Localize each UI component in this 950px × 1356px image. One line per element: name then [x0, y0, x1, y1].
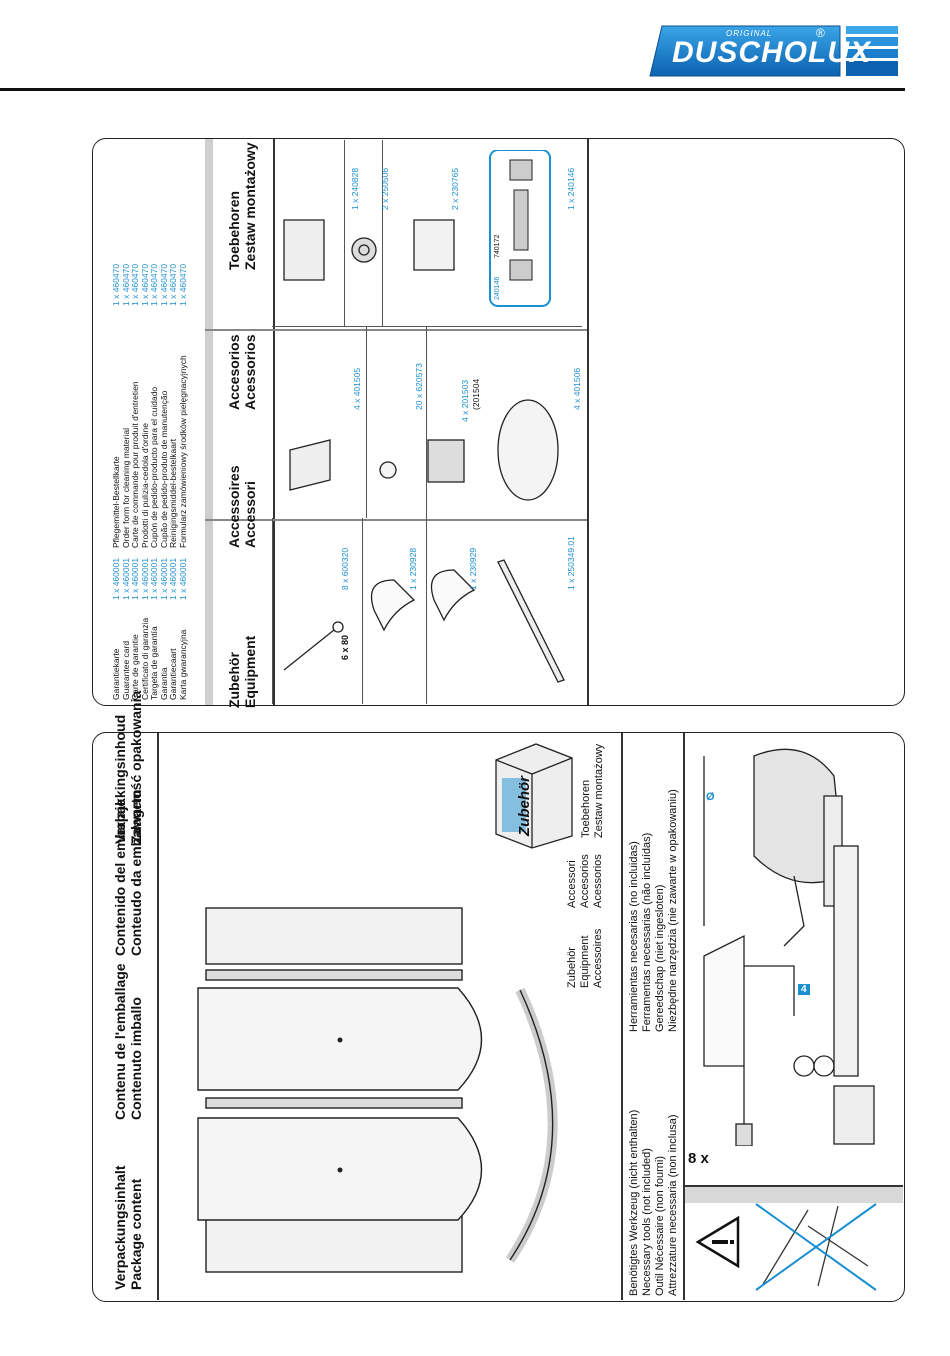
grid-line-h — [382, 140, 383, 326]
grid-line-e — [426, 326, 427, 518]
warning-band — [685, 1187, 903, 1203]
part-250349: 1 x 250349.01 — [566, 536, 576, 590]
equipment-panel — [92, 138, 905, 706]
tools-illustration — [703, 748, 875, 1146]
parts-col-1-illustrations — [283, 559, 565, 683]
part-230928: 1 x 230928 — [408, 547, 418, 590]
part-401505: 4 x 401505 — [352, 367, 362, 410]
care-order-codes: 1 x 460470 1 x 460470 1 x 460470 1 x 460… — [111, 263, 188, 306]
part-240146: 1 x 240146 — [566, 167, 576, 210]
care-order-list: Pflegemittel-Bestellkarte Order form for… — [111, 355, 188, 548]
logo-original-text: ORIGINAL — [726, 29, 773, 38]
grid-line-f — [272, 326, 582, 327]
heading-divider — [157, 733, 159, 1300]
section-sep-2 — [205, 329, 587, 331]
part-401506: 4 x 401506 — [572, 367, 582, 410]
duscholux-logo: ORIGINAL DUSCHOLUX ® — [648, 22, 900, 80]
part-250506: 2 x 250506 — [380, 167, 390, 210]
dowel-count: 8 x — [688, 1150, 709, 1167]
part-201504: (201504 — [471, 378, 481, 410]
parts-col-2-illustrations — [289, 399, 559, 501]
parts-col-3-illustrations — [283, 150, 551, 307]
heading-col-divider — [273, 139, 275, 705]
grid-end-divider — [587, 139, 589, 705]
no-tools-icon — [755, 1203, 877, 1291]
hex-size: 4 — [798, 984, 810, 995]
box-label: Zubehör — [516, 776, 533, 836]
card-band — [205, 139, 213, 705]
drill-size: Ø — [706, 791, 715, 803]
part-600320: 8 x 600320 — [340, 547, 350, 590]
grid-line-d — [366, 326, 367, 518]
tools-divider — [621, 733, 623, 1300]
guarantee-card-list: Garantiekarte Guarantee card Carte de ga… — [111, 617, 188, 700]
section-sep-1 — [205, 519, 587, 521]
part-230765: 2 x 230765 — [450, 167, 460, 210]
tools-heading-block-1: Benötigtes Werkzeug (nicht enthalten) Ne… — [628, 1109, 679, 1296]
header-rule — [0, 88, 905, 91]
grid-line-c — [426, 518, 427, 704]
grid-line-g — [344, 140, 345, 326]
sub-part-240146: 240146 — [494, 276, 501, 300]
grid-line-b — [362, 518, 363, 704]
logo-registered-mark: ® — [816, 26, 825, 40]
accessory-box: Zubehör — [486, 740, 576, 850]
grid-line-a — [272, 518, 273, 704]
sub-part-740172: 740172 — [494, 234, 501, 258]
warning-divider — [683, 1185, 903, 1187]
warning-icon — [695, 1215, 740, 1269]
part-620573: 20 x 620573 — [414, 363, 424, 410]
tools-heading-block-2: Herramientas necesarias (no incluidas) F… — [628, 789, 679, 1032]
tools-heading-divider — [683, 733, 685, 1300]
glass-panels-illustration — [197, 907, 558, 1273]
package-content-panel — [92, 732, 905, 1302]
guarantee-card-codes: 1 x 460001 1 x 460001 1 x 460001 1 x 460… — [111, 557, 188, 600]
part-240828: 1 x 240828 — [350, 167, 360, 210]
screw-size: 6 x 80 — [340, 634, 350, 660]
logo-brand-text: DUSCHOLUX — [672, 36, 872, 69]
part-230929: 1 x 230929 — [468, 547, 478, 590]
part-201503: 4 x 201503 — [460, 379, 470, 422]
